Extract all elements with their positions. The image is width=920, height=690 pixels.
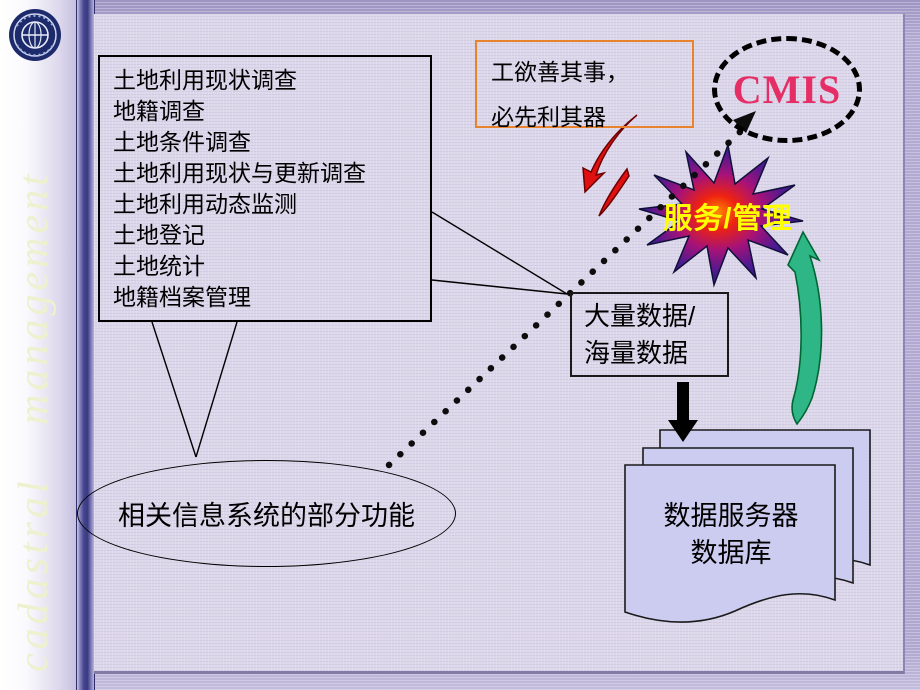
quote-line: 工欲善其事， [491,59,629,85]
sidebar: cadastral management [0,0,76,690]
cmis-label: CMIS [732,67,842,112]
burst-label: 服务/管理 [663,203,793,235]
connector-listbox-to-ellipse-left [151,321,197,458]
database-label-line: 数据服务器 [663,501,799,531]
function-list-item: 地籍档案管理 [113,284,251,310]
function-list-item: 土地利用现状调查 [113,67,297,93]
quote-line: 必先利其器 [491,104,606,130]
red-swoosh-arrow-icon [582,114,638,217]
document-shape-front [624,464,836,623]
function-list-box: 土地利用现状调查 地籍调查 土地条件调查 土地利用现状与更新调查 土地利用动态监… [98,55,432,322]
data-volume-line: 大量数据/ [584,301,696,331]
connector-listbox-to-databox-lower [431,279,568,295]
function-list-item: 土地统计 [113,253,205,279]
related-systems-ellipse: 相关信息系统的部分功能 [77,460,456,567]
database-stack-label: 数据服务器 数据库 [630,498,832,572]
data-volume-line: 海量数据 [584,338,689,368]
function-list-item: 土地条件调查 [113,129,251,155]
function-list-item: 土地利用动态监测 [113,191,297,217]
quote-box: 工欲善其事， 必先利其器 [475,40,694,130]
connector-listbox-to-databox-upper [431,211,568,295]
black-down-arrow-icon [668,382,698,442]
database-document-stack [624,429,871,623]
database-label-line: 数据库 [690,538,772,568]
dotted-connector-line [385,127,745,469]
data-volume-box: 大量数据/ 海量数据 [570,292,729,377]
function-list-item: 土地利用现状与更新调查 [113,160,366,186]
related-systems-label: 相关信息系统的部分功能 [118,501,415,531]
function-list-item: 土地登记 [113,222,205,248]
burst-shape [638,142,804,288]
cmis-dashed-ellipse: CMIS [712,36,862,143]
green-curved-arrow-icon [787,230,823,426]
function-list-item: 地籍调查 [113,98,205,124]
university-seal-icon [9,9,61,61]
connector-listbox-to-ellipse-right [195,321,238,458]
